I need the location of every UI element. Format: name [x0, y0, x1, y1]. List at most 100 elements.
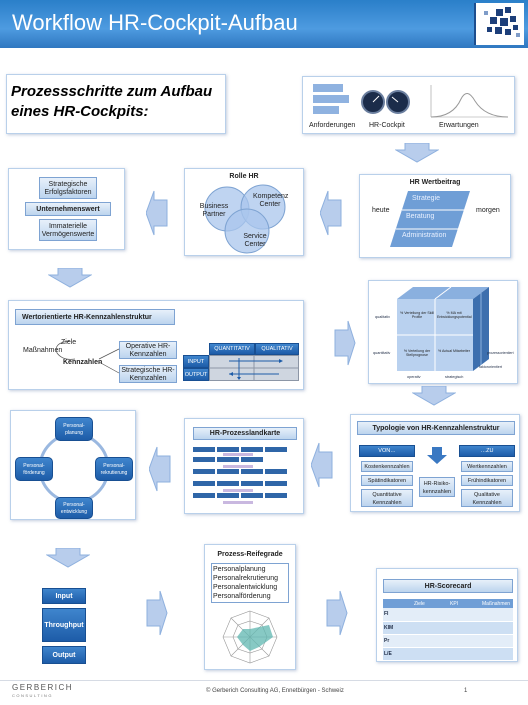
typologie-title: Typologie von HR-Kennzahlenstruktur	[357, 421, 515, 435]
cube-cell-4: % Actual Mitarbeiter	[438, 349, 470, 353]
requirements-graphic	[313, 84, 509, 118]
circle-service-center: Service Center	[243, 233, 267, 248]
struktur-quantitativ: QUANTITATIV	[209, 343, 255, 355]
scorecard-panel: HR-Scorecard Ziele KPI Maßnahmen FI KIM …	[376, 568, 518, 662]
wertbeitrag-trapezoid	[390, 191, 470, 247]
footer-page-number: 1	[464, 688, 468, 694]
label-erwartungen: Erwartungen	[439, 122, 479, 129]
arrow-left-3	[311, 442, 333, 488]
scorecard-row-label: FI	[384, 611, 389, 618]
werte-panel: Strategische Erfolgsfaktoren Unternehmen…	[8, 168, 125, 250]
personal-foerderung: Personal- förderung	[15, 457, 53, 481]
struktur-connectors	[55, 340, 120, 374]
scorecard-col-0	[383, 599, 413, 608]
arrow-right-1	[334, 320, 356, 366]
circle-kompetenz-center: Kompetenz Center	[253, 193, 289, 208]
wertbeitrag-morgen: morgen	[476, 207, 500, 214]
reifegrade-item-1: Personalplanung	[213, 566, 266, 573]
struktur-ziele: Ziele	[61, 339, 77, 346]
reifegrade-item-4: Personalförderung	[213, 593, 271, 600]
cube-label-faktororientiert: faktororientiert	[479, 365, 502, 369]
venn-diagram	[204, 184, 286, 254]
wertbeitrag-step-2: Beratung	[406, 213, 435, 220]
cube-cell-2: % MA mit Entwicklungspotential	[437, 311, 472, 319]
struktur-title: Wertorientierte HR-Kennzahlenstruktur	[15, 309, 175, 325]
struktur-massnahmen: Maßnahmen	[23, 347, 63, 354]
table-row: L/E	[383, 647, 513, 660]
cube-label-prozessorientiert: prozessorientiert	[487, 351, 514, 355]
cube-label-qualitativ: qualitativ	[375, 315, 390, 319]
landkarte-title: HR-Prozesslandkarte	[193, 427, 297, 440]
typologie-arrow	[427, 447, 447, 464]
arrow-down-1	[395, 143, 439, 163]
typologie-right-1: Wertkennzahlen	[461, 461, 513, 472]
flow-input: Input	[42, 588, 86, 604]
scorecard-row-label: KIM	[384, 624, 394, 631]
header-bar	[0, 0, 528, 48]
cube-cell-3: % Verteilung der Stellprognose	[403, 349, 431, 357]
footer-copyright: © Gerberich Consulting AG, Ennetbürgen -…	[206, 688, 344, 694]
struktur-input: INPUT	[183, 355, 209, 368]
scorecard-col-3: Maßnahmen	[482, 600, 511, 607]
table-row: FI	[383, 608, 513, 621]
wertbeitrag-step-3: Administration	[402, 232, 447, 239]
intro-panel: Prozessschritte zum Aufbau eines HR-Cock…	[6, 74, 226, 134]
arrow-right-3	[326, 590, 348, 636]
arrow-down-3	[412, 386, 456, 406]
typologie-zu: …ZU	[459, 445, 515, 457]
reifegrade-list	[211, 563, 289, 603]
scorecard-header-row: Ziele KPI Maßnahmen	[383, 599, 513, 608]
struktur-kennzahlen: Kennzahlen	[63, 359, 103, 366]
werte-unternehmenswert: Unternehmenswert	[25, 202, 111, 216]
circle-business-partner: Business Partner	[199, 203, 229, 218]
typologie-right-2: Frühindikatoren	[461, 475, 513, 486]
cube-label-operativ: operativ	[407, 375, 421, 379]
radar-chart	[222, 610, 278, 664]
typologie-panel: Typologie von HR-Kennzahlenstruktur VON……	[350, 414, 520, 512]
cube-cell-1: % Verteilung der Skill Profile	[400, 311, 434, 319]
werte-strategische: Strategische Erfolgsfaktoren	[39, 177, 97, 199]
scorecard-row-label: L/E	[384, 650, 392, 657]
arrow-left-2	[146, 190, 168, 236]
personal-rekrutierung: Personal- rekrutierung	[95, 457, 133, 481]
cube-panel: % Verteilung der Skill Profile % MA mit …	[368, 280, 518, 384]
struktur-matrix-arrows	[209, 355, 299, 381]
scorecard-row-label: Pr	[384, 637, 390, 644]
wertbeitrag-heute: heute	[372, 207, 390, 214]
struktur-operative: Operative HR-Kennzahlen	[119, 341, 177, 359]
flow-output: Output	[42, 646, 86, 664]
company-logo-line1: GERBERICH	[12, 683, 74, 692]
scorecard-table: Ziele KPI Maßnahmen FI KIM Pr L/E	[383, 599, 513, 660]
label-hr-cockpit: HR-Cockpit	[369, 122, 405, 129]
rolle-title: Rolle HR	[229, 173, 259, 180]
rolle-panel: Rolle HR Business Partner Kompetenz Cent…	[184, 168, 304, 256]
company-logo-line2: CONSULTING	[12, 693, 53, 698]
personal-entwicklung: Personal- entwicklung	[55, 497, 93, 519]
landkarte-graphic	[193, 447, 287, 504]
wertbeitrag-title: HR Wertbeitrag	[409, 179, 461, 186]
scorecard-col-1: Ziele	[414, 600, 425, 607]
struktur-panel: Wertorientierte HR-Kennzahlenstruktur Zi…	[8, 300, 304, 390]
reifegrade-item-3: Personalentwicklung	[213, 584, 278, 591]
wertbeitrag-step-1: Strategie	[412, 195, 441, 202]
table-row: KIM	[383, 621, 513, 634]
typologie-von: VON…	[359, 445, 415, 457]
requirements-panel: Anforderungen HR-Cockpit Erwartungen	[302, 76, 515, 134]
werte-immaterielle: Immaterielle Vermögenswerte	[39, 219, 97, 241]
struktur-strategische: Strategische HR- Kennzahlen	[119, 365, 177, 383]
page-title: Workflow HR-Cockpit-Aufbau	[12, 10, 298, 35]
landkarte-panel: HR-Prozesslandkarte	[184, 418, 304, 514]
cube-logo	[474, 3, 524, 45]
reifegrade-item-2: Personalrekrutierung	[213, 575, 278, 582]
table-row: Pr	[383, 634, 513, 647]
personal-panel: Personal- planung Personal- förderung Pe…	[10, 410, 136, 520]
cube-label-quantitativ: quantitativ	[373, 351, 391, 355]
arrow-right-2	[146, 590, 168, 636]
arrow-down-2	[48, 268, 92, 288]
cube-graphic	[397, 286, 489, 371]
struktur-qualitativ: QUALITATIV	[255, 343, 299, 355]
struktur-output: OUTPUT	[183, 368, 209, 381]
typologie-left-3: Quantitative Kennzahlen	[361, 489, 413, 507]
typologie-left-2: Spätindikatoren	[361, 475, 413, 486]
flow-throughput: Throughput	[42, 608, 86, 642]
